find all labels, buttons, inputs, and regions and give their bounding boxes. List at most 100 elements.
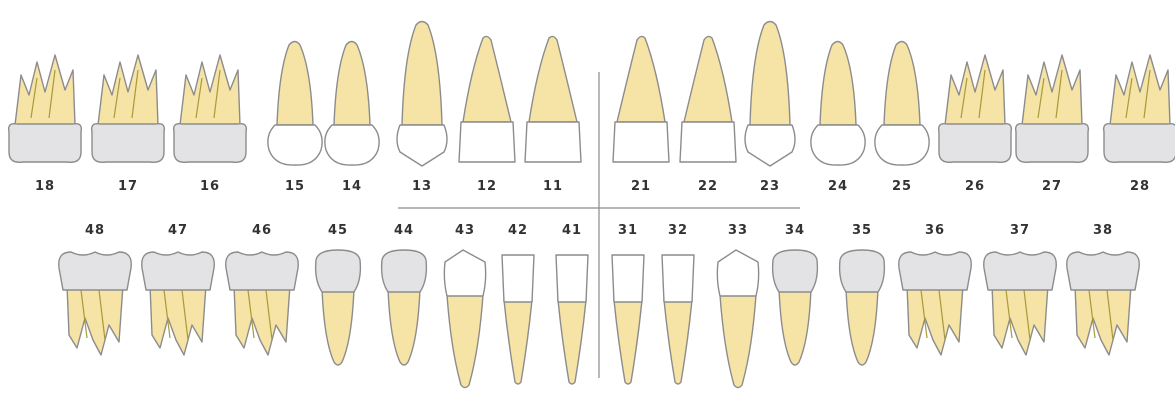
crown-shape xyxy=(59,252,132,290)
crown-shape xyxy=(9,124,82,163)
crown-shape xyxy=(811,125,865,165)
root-shape xyxy=(334,42,370,126)
tooth-21 xyxy=(613,36,669,162)
tooth-37 xyxy=(984,252,1057,355)
tooth-number-22: 22 xyxy=(698,179,718,194)
tooth-number-17: 17 xyxy=(118,179,138,194)
tooth-18 xyxy=(9,55,82,162)
tooth-38 xyxy=(1067,252,1140,355)
tooth-number-24: 24 xyxy=(828,179,848,194)
root-shape xyxy=(1075,285,1131,355)
root-shape xyxy=(388,288,420,365)
tooth-number-46: 46 xyxy=(252,223,272,238)
tooth-13 xyxy=(397,22,447,167)
root-shape xyxy=(720,295,756,388)
tooth-31 xyxy=(612,255,644,384)
tooth-number-42: 42 xyxy=(508,223,528,238)
crown-shape xyxy=(613,122,669,162)
crown-shape xyxy=(745,125,795,166)
tooth-number-14: 14 xyxy=(342,179,362,194)
crown-shape xyxy=(899,252,972,290)
root-shape xyxy=(529,36,577,122)
tooth-number-33: 33 xyxy=(728,223,748,238)
crown-shape xyxy=(142,252,215,290)
tooth-number-41: 41 xyxy=(562,223,582,238)
crown-shape xyxy=(612,255,644,302)
tooth-16 xyxy=(174,55,247,162)
crown-shape xyxy=(444,250,485,296)
root-shape xyxy=(504,300,532,384)
root-shape xyxy=(820,42,856,126)
root-shape xyxy=(945,55,1005,125)
root-shape xyxy=(234,285,290,355)
tooth-number-32: 32 xyxy=(668,223,688,238)
crown-shape xyxy=(875,125,929,165)
tooth-number-38: 38 xyxy=(1093,223,1113,238)
crown-shape xyxy=(1016,124,1089,163)
crown-shape xyxy=(397,125,447,166)
tooth-23 xyxy=(745,22,795,167)
root-shape xyxy=(907,285,963,355)
tooth-22 xyxy=(680,36,736,162)
tooth-number-27: 27 xyxy=(1042,179,1062,194)
tooth-number-44: 44 xyxy=(394,223,414,238)
tooth-number-18: 18 xyxy=(35,179,55,194)
root-shape xyxy=(558,300,586,384)
tooth-number-13: 13 xyxy=(412,179,432,194)
tooth-number-15: 15 xyxy=(285,179,305,194)
root-shape xyxy=(98,55,158,125)
root-shape xyxy=(150,285,206,355)
tooth-45 xyxy=(316,250,361,365)
tooth-number-36: 36 xyxy=(925,223,945,238)
root-shape xyxy=(779,288,811,365)
tooth-33 xyxy=(717,250,758,388)
tooth-number-45: 45 xyxy=(328,223,348,238)
crown-shape xyxy=(1067,252,1140,290)
tooth-34 xyxy=(773,250,818,365)
tooth-number-28: 28 xyxy=(1130,179,1150,194)
tooth-number-43: 43 xyxy=(455,223,475,238)
root-shape xyxy=(15,55,75,125)
tooth-number-16: 16 xyxy=(200,179,220,194)
root-shape xyxy=(463,36,511,122)
tooth-26 xyxy=(939,55,1012,162)
root-shape xyxy=(846,288,878,365)
tooth-42 xyxy=(502,255,534,384)
root-shape xyxy=(277,42,313,126)
tooth-number-35: 35 xyxy=(852,223,872,238)
root-shape xyxy=(1022,55,1082,125)
crown-shape xyxy=(268,125,322,165)
crown-shape xyxy=(226,252,299,290)
root-shape xyxy=(402,22,442,126)
crown-shape xyxy=(717,250,758,296)
root-shape xyxy=(750,22,790,126)
tooth-48 xyxy=(59,252,132,355)
tooth-36 xyxy=(899,252,972,355)
upper-jaw-teeth xyxy=(9,22,1175,167)
tooth-number-12: 12 xyxy=(477,179,497,194)
crown-shape xyxy=(316,250,361,292)
tooth-44 xyxy=(382,250,427,365)
crown-shape xyxy=(525,122,581,162)
tooth-32 xyxy=(662,255,694,384)
root-shape xyxy=(614,300,642,384)
root-shape xyxy=(322,288,354,365)
root-shape xyxy=(664,300,692,384)
tooth-number-25: 25 xyxy=(892,179,912,194)
root-shape xyxy=(684,36,732,122)
tooth-number-21: 21 xyxy=(631,179,651,194)
root-shape xyxy=(67,285,123,355)
root-shape xyxy=(180,55,240,125)
tooth-46 xyxy=(226,252,299,355)
crown-shape xyxy=(556,255,588,302)
tooth-43 xyxy=(444,250,485,388)
crown-shape xyxy=(382,250,427,292)
root-shape xyxy=(617,36,665,122)
tooth-11 xyxy=(525,36,581,162)
root-shape xyxy=(1110,55,1170,125)
tooth-12 xyxy=(459,36,515,162)
crown-shape xyxy=(92,124,165,163)
tooth-number-26: 26 xyxy=(965,179,985,194)
tooth-number-31: 31 xyxy=(618,223,638,238)
